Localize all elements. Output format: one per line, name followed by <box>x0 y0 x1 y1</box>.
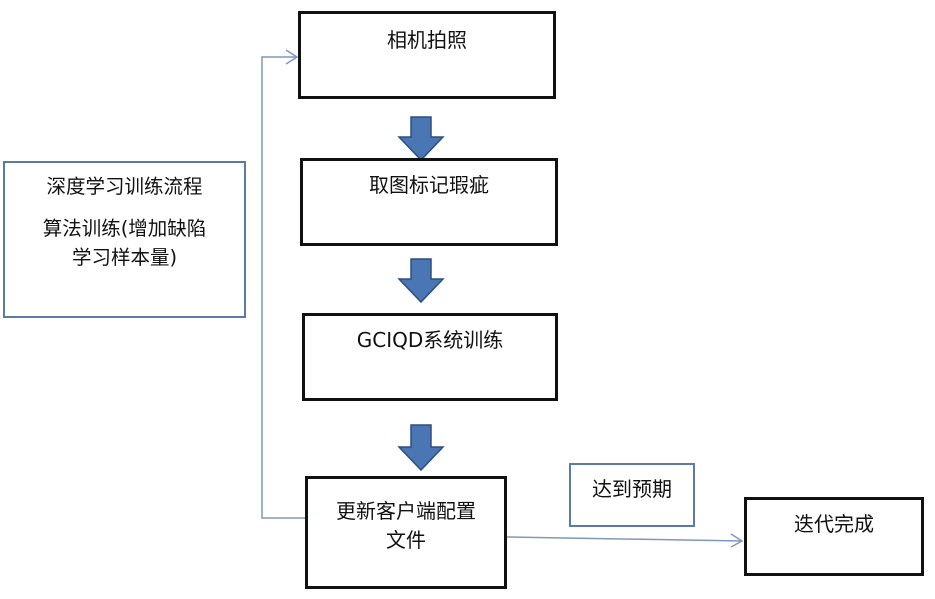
step-update-config: 更新客户端配置 文件 <box>305 476 507 589</box>
side-note-training-flow: 深度学习训练流程 算法训练(增加缺陷 学习样本量) <box>3 161 246 318</box>
step-mark-defects: 取图标记瑕疵 <box>300 158 558 246</box>
condition-label-box: 达到预期 <box>569 463 695 527</box>
side-note-spacer <box>5 201 244 215</box>
block-arrow-3 <box>397 424 445 472</box>
step-camera-capture-label: 相机拍照 <box>387 28 467 52</box>
feedback-loop-arrowhead <box>285 49 299 65</box>
completion-line <box>506 536 743 542</box>
side-note-line3: 学习样本量) <box>71 245 178 269</box>
step-update-config-line2: 文件 <box>386 528 426 552</box>
block-arrow-1 <box>397 116 445 162</box>
step-mark-defects-label: 取图标记瑕疵 <box>369 173 489 197</box>
step-camera-capture: 相机拍照 <box>298 11 556 99</box>
block-arrow-2 <box>397 258 445 304</box>
step-system-training-label: GCIQD系统训练 <box>356 328 504 352</box>
completion-arrowhead <box>730 533 744 548</box>
condition-label: 达到预期 <box>592 477 672 501</box>
feedback-loop-line <box>261 56 306 519</box>
step-system-training: GCIQD系统训练 <box>302 313 558 401</box>
side-note-line1: 深度学习训练流程 <box>46 175 203 198</box>
side-note-line2: 算法训练(增加缺陷 <box>42 217 207 241</box>
step-update-config-line1: 更新客户端配置 <box>336 499 476 523</box>
end-iteration-complete-label: 迭代完成 <box>794 512 874 536</box>
end-iteration-complete: 迭代完成 <box>744 497 924 576</box>
